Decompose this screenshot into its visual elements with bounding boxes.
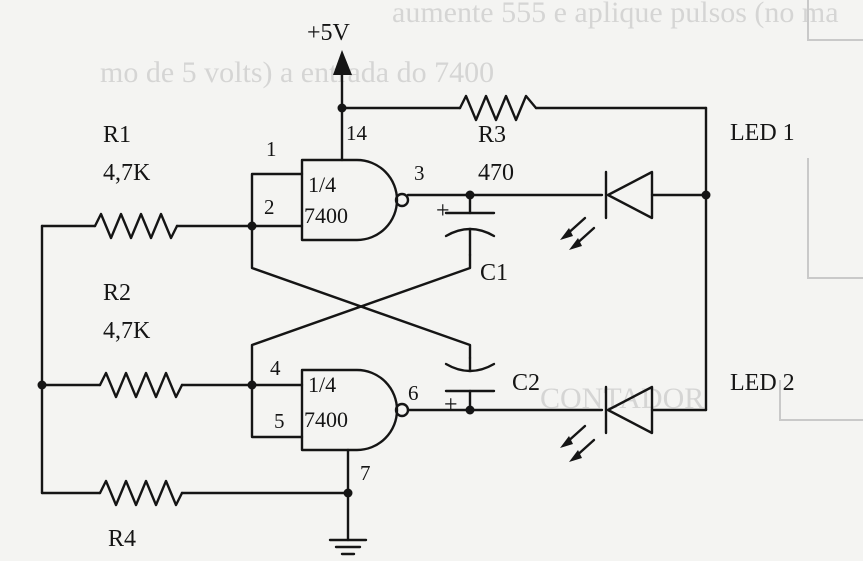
bleed-box-1 <box>807 0 863 41</box>
gate-top-part: 7400 <box>304 203 348 228</box>
pin-1-label: 1 <box>266 137 277 161</box>
supply-rail: +5V <box>307 20 708 162</box>
nand-gate-top: 1/4 7400 <box>300 158 410 242</box>
r2-name: R2 <box>103 280 131 306</box>
r3-value: 470 <box>478 160 514 186</box>
led-1-light-arrows-icon <box>560 216 596 250</box>
r4-resistor <box>98 479 184 507</box>
c1-label: C1 <box>480 260 508 286</box>
bleed-text-1: aumente 555 e aplique pulsos (no ma <box>392 0 839 29</box>
nand-gate-bottom: 1/4 7400 <box>300 368 410 452</box>
pin-3-label: 3 <box>414 161 425 185</box>
led-1-label: LED 1 <box>730 120 795 146</box>
bleed-through: aumente 555 e aplique pulsos (no ma mo d… <box>100 0 863 421</box>
pin-2-label: 2 <box>264 195 275 219</box>
bleed-box-3 <box>779 380 863 421</box>
r1-name: R1 <box>103 122 131 148</box>
r1-value: 4,7K <box>103 160 151 186</box>
pin-5-label: 5 <box>274 409 285 433</box>
r3-resistor <box>458 94 538 122</box>
gate-top-fraction: 1/4 <box>308 172 336 197</box>
capacitor-c1: + C1 <box>436 198 508 286</box>
r1-resistor <box>93 212 179 240</box>
led-2 <box>560 385 654 462</box>
r4-name: R4 <box>108 526 136 552</box>
r2-value: 4,7K <box>103 318 151 344</box>
wiring <box>40 106 708 542</box>
led-1 <box>560 170 654 250</box>
c2-label: C2 <box>512 370 540 396</box>
bleed-box-2 <box>807 158 863 279</box>
bleed-text-2: mo de 5 volts) a entrada do 7400 <box>100 56 494 89</box>
supply-arrow-icon <box>333 50 352 75</box>
r2-resistor <box>98 371 184 399</box>
pin-6-label: 6 <box>408 381 419 405</box>
led-2-light-arrows-icon <box>560 424 596 462</box>
c2-plus: + <box>444 392 458 418</box>
ground-icon <box>328 538 368 556</box>
pin-14-label: 14 <box>346 121 368 145</box>
led-2-label: LED 2 <box>730 370 795 396</box>
junction-dots <box>37 103 711 498</box>
c1-plus: + <box>436 198 450 224</box>
gate-bottom-part: 7400 <box>304 407 348 432</box>
gate-bottom-fraction: 1/4 <box>308 372 336 397</box>
supply-label: +5V <box>307 20 351 46</box>
pin-4-label: 4 <box>270 356 281 380</box>
r3-name: R3 <box>478 122 506 148</box>
pin-7-label: 7 <box>360 461 371 485</box>
capacitor-c2: + C2 <box>444 356 540 418</box>
